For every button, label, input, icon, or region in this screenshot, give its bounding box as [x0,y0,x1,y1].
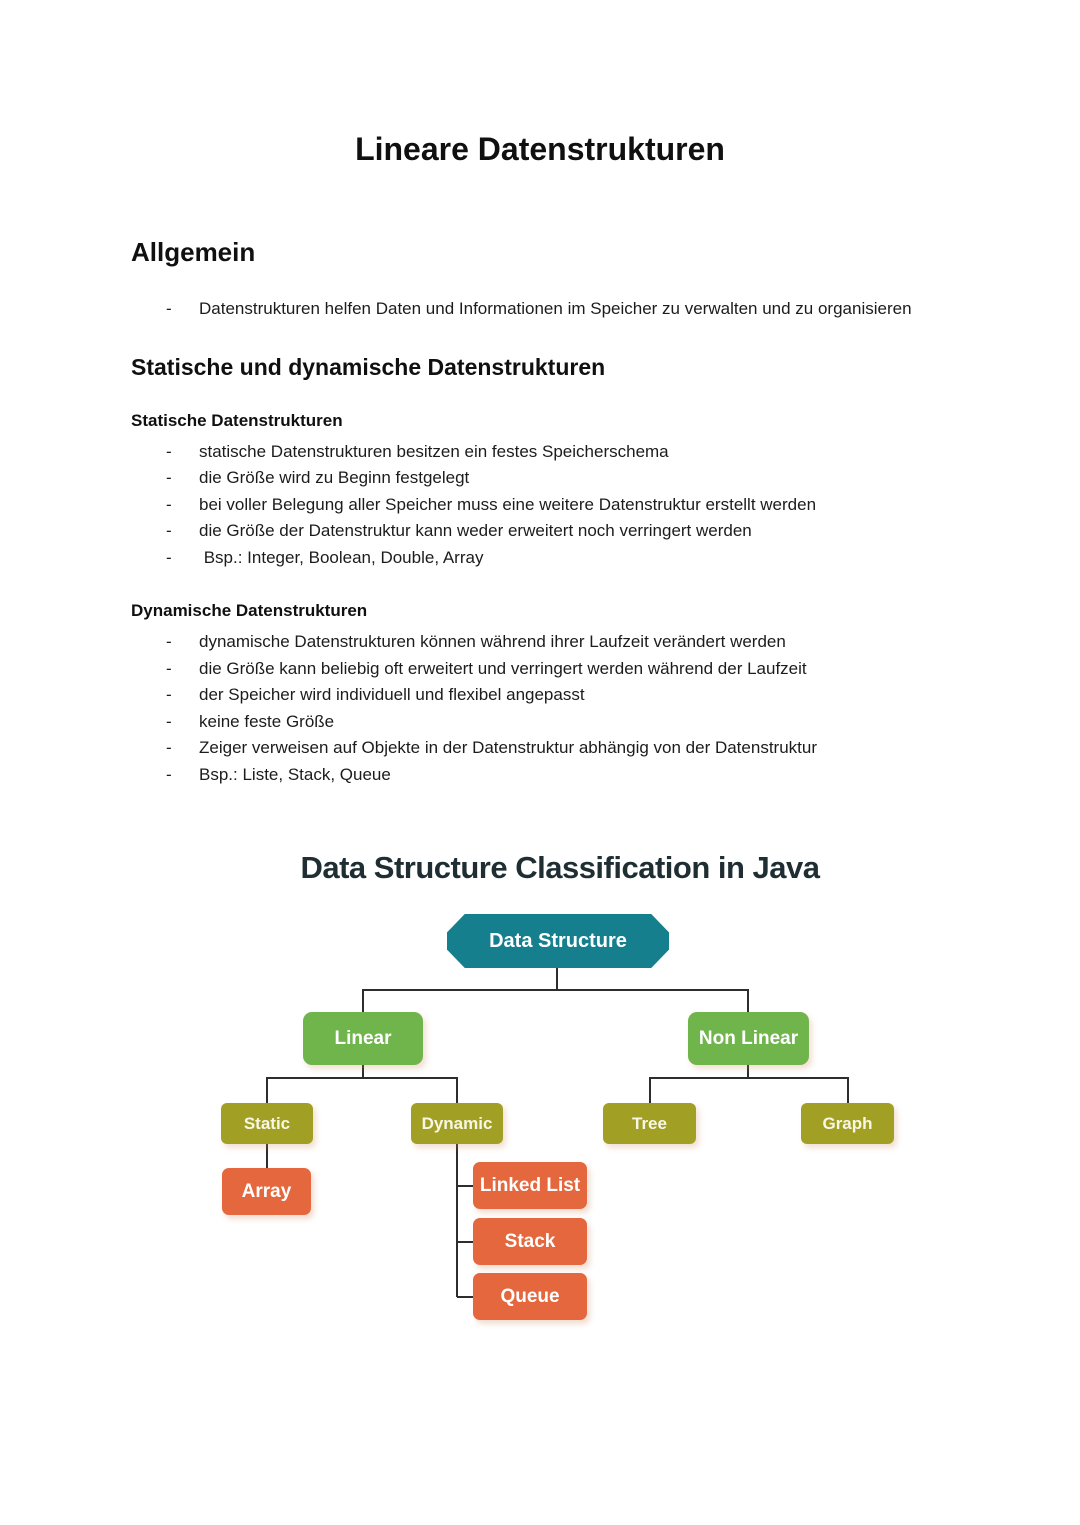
node-linked-list: Linked List [473,1162,587,1209]
subheading-dynamische-datenstrukturen: Dynamische Datenstrukturen [131,601,368,620]
connector-line [456,1144,458,1297]
list-item-text: statische Datenstrukturen besitzen ein f… [199,441,669,461]
diagram-title: Data Structure Classification in Java [300,850,820,885]
heading-allgemein: Allgemein [131,237,256,267]
list-item: - keine feste Größe [131,709,949,736]
connector-line [457,1241,473,1243]
list-allgemein: - Datenstrukturen helfen Daten und Infor… [131,296,949,323]
connector-line [266,1077,458,1079]
node-static: Static [221,1103,313,1144]
list-item: - dynamische Datenstrukturen können währ… [131,629,949,656]
list-item: - der Speicher wird individuell und flex… [131,682,949,709]
list-item-text: die Größe kann beliebig oft erweitert un… [199,658,807,678]
dash-bullet: - [166,547,172,567]
list-item: - statische Datenstrukturen besitzen ein… [131,439,949,466]
list-item: - Datenstrukturen helfen Daten und Infor… [131,296,949,323]
dash-bullet: - [166,738,172,757]
connector-line [362,990,364,1013]
list-item-text: Bsp.: Liste, Stack, Queue [199,764,391,784]
node-array: Array [222,1168,311,1215]
list-statische: - statische Datenstrukturen besitzen ein… [131,439,949,572]
document-title: Lineare Datenstrukturen [355,131,725,167]
list-item: - die Größe wird zu Beginn festgelegt [131,465,949,492]
list-item: - bei voller Belegung aller Speicher mus… [131,492,949,519]
dash-bullet: - [166,764,172,784]
node-tree: Tree [603,1103,696,1144]
connector-line [847,1078,849,1104]
node-non-linear: Non Linear [688,1012,809,1065]
connector-line [457,1185,473,1187]
node-dynamic: Dynamic [411,1103,503,1144]
connector-line [649,1078,651,1104]
connector-line [556,966,558,990]
connector-line [649,1077,849,1079]
list-item: - die Größe der Datenstruktur kann weder… [131,518,949,545]
connector-line [456,1078,458,1104]
dash-bullet: - [166,632,172,651]
list-item: - Zeiger verweisen auf Objekte in der Da… [131,735,949,762]
list-item-text: dynamische Datenstrukturen können währen… [199,632,786,651]
heading-statisch-dynamisch: Statische und dynamische Datenstrukturen [131,353,606,380]
connector-line [747,990,749,1013]
node-stack: Stack [473,1218,587,1265]
node-graph: Graph [801,1103,894,1144]
connector-line [362,1065,364,1078]
subheading-statische-datenstrukturen: Statische Datenstrukturen [131,410,343,430]
document-page: Lineare Datenstrukturen Allgemein - Date… [131,131,949,788]
connector-line [362,989,749,991]
dash-bullet: - [166,658,172,678]
dash-bullet: - [166,711,172,731]
list-item: - Bsp.: Integer, Boolean, Double, Array [131,545,949,572]
connector-line [747,1062,749,1078]
dash-bullet: - [166,299,172,318]
list-item-text: keine feste Größe [199,711,335,731]
connector-line [266,1078,268,1104]
dash-bullet: - [166,685,172,704]
list-item: - Bsp.: Liste, Stack, Queue [131,762,949,789]
classification-diagram: Data Structure Classification in Java Da… [0,840,1080,1340]
list-item-text: Bsp.: Integer, Boolean, Double, Array [199,547,484,567]
connector-line [457,1296,473,1298]
list-item-text: der Speicher wird individuell und flexib… [199,685,585,704]
connector-line [266,1144,268,1168]
dash-bullet: - [166,441,172,461]
list-item-text: die Größe wird zu Beginn festgelegt [199,468,470,487]
list-item-text: Zeiger verweisen auf Objekte in der Date… [199,738,817,757]
dash-bullet: - [166,521,172,540]
node-linear: Linear [303,1012,423,1065]
list-item-text: Datenstrukturen helfen Daten und Informa… [199,299,912,318]
list-item-text: die Größe der Datenstruktur kann weder e… [199,521,752,540]
node-data-structure: Data Structure [447,914,669,968]
list-item-text: bei voller Belegung aller Speicher muss … [199,494,817,514]
node-queue: Queue [473,1273,587,1320]
dash-bullet: - [166,494,172,514]
dash-bullet: - [166,468,172,487]
list-dynamische: - dynamische Datenstrukturen können währ… [131,629,949,788]
list-item: - die Größe kann beliebig oft erweitert … [131,656,949,683]
